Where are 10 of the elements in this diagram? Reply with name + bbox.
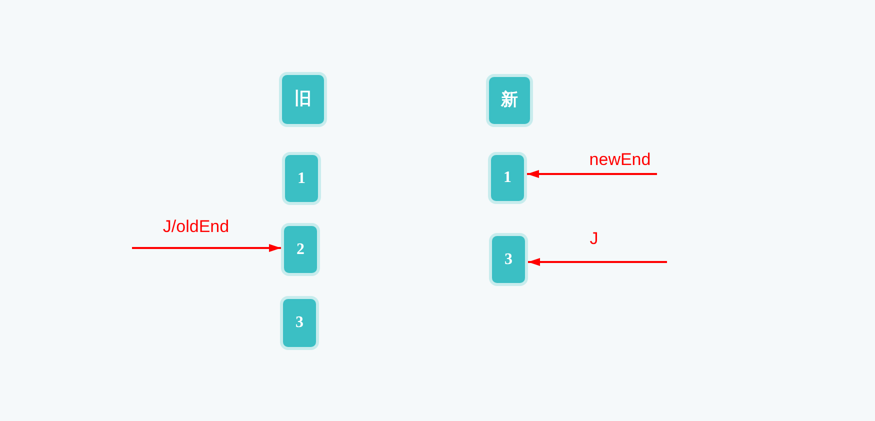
node-box: 3 bbox=[489, 233, 528, 286]
node-box: 新 bbox=[486, 74, 533, 127]
arrow bbox=[528, 258, 667, 266]
node-box: 3 bbox=[280, 296, 319, 350]
arrow bbox=[527, 170, 657, 178]
arrow bbox=[132, 244, 281, 252]
node-box: 1 bbox=[282, 152, 321, 205]
node-box: 旧 bbox=[279, 72, 327, 127]
node-box: 1 bbox=[488, 152, 527, 204]
node-box: 2 bbox=[281, 223, 320, 276]
